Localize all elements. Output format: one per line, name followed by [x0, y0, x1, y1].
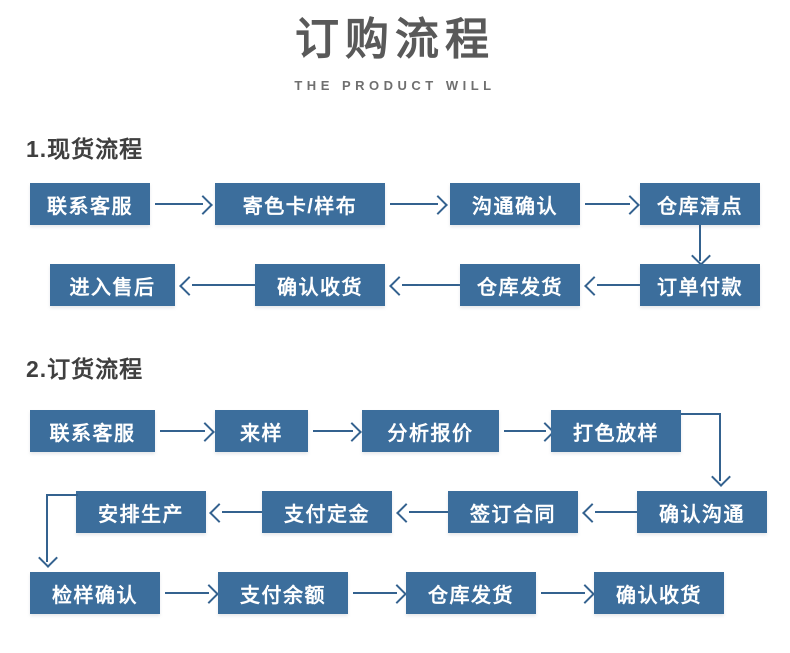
node-warehouse-shipping-spot[interactable]: 仓库发货 — [460, 264, 580, 306]
node-sample-inspection-confirm[interactable]: 检样确认 — [30, 572, 160, 614]
connector-line-s1r2-1 — [192, 284, 255, 286]
node-sign-contract[interactable]: 签订合同 — [448, 491, 578, 533]
connector-line-s2-elbow-b-h — [46, 494, 78, 496]
connector-line-s1r1-3 — [585, 203, 630, 205]
node-warehouse-shipping-order[interactable]: 仓库发货 — [406, 572, 536, 614]
page-title: 订购流程 — [295, 15, 495, 64]
node-pay-balance[interactable]: 支付余额 — [218, 572, 348, 614]
arrow-down-icon-s2-a — [711, 467, 731, 487]
section-heading-2: 2.订货流程 — [26, 356, 144, 382]
node-after-sales[interactable]: 进入售后 — [50, 264, 175, 306]
arrow-right-icon-s2r3-2 — [387, 584, 407, 604]
connector-line-s1-vertical — [699, 225, 701, 261]
node-sample-arrival[interactable]: 来样 — [215, 410, 308, 452]
node-warehouse-check[interactable]: 仓库清点 — [640, 183, 760, 225]
connector-line-s2r3-1 — [165, 592, 209, 594]
arrow-left-icon-s2r2-3 — [582, 503, 602, 523]
connector-line-s2r2-2 — [409, 511, 450, 513]
arrow-left-icon-s1r2-2 — [389, 276, 409, 296]
connector-line-s1r1-2 — [390, 203, 438, 205]
arrow-right-icon-s2r1-2 — [342, 422, 362, 442]
section-heading-1: 1.现货流程 — [26, 136, 144, 162]
arrow-down-icon-s2-b — [38, 548, 58, 568]
node-arrange-production[interactable]: 安排生产 — [76, 491, 206, 533]
node-confirm-receipt-order[interactable]: 确认收货 — [594, 572, 724, 614]
connector-line-s2r3-2 — [353, 592, 397, 594]
arrow-left-icon-s1r2-3 — [584, 276, 604, 296]
arrow-right-icon-s2r3-1 — [199, 584, 219, 604]
arrow-right-icon-s1r1-2 — [428, 195, 448, 215]
connector-line-s2r3-3 — [541, 592, 585, 594]
connector-line-s2-elbow-b-v — [46, 494, 48, 562]
node-contact-service-spot[interactable]: 联系客服 — [30, 183, 150, 225]
connector-line-s2-elbow-a-h — [681, 413, 721, 415]
connector-line-s1r1-1 — [155, 203, 203, 205]
connector-line-s2r2-3 — [595, 511, 637, 513]
node-order-payment[interactable]: 订单付款 — [640, 264, 760, 306]
node-color-sample-proof[interactable]: 打色放样 — [551, 410, 681, 452]
node-confirm-communication[interactable]: 确认沟通 — [637, 491, 767, 533]
connector-line-s2r1-1 — [160, 430, 205, 432]
arrow-left-icon-s2r2-1 — [209, 503, 229, 523]
connector-line-s2r1-2 — [313, 430, 353, 432]
arrow-right-icon-s1r1-1 — [193, 195, 213, 215]
arrow-right-icon-s2r1-1 — [195, 422, 215, 442]
page-subtitle: THE PRODUCT WILL — [294, 78, 496, 93]
arrow-left-icon-s1r2-1 — [179, 276, 199, 296]
connector-line-s1r2-2 — [402, 284, 460, 286]
arrow-down-icon-s1 — [691, 246, 711, 266]
connector-line-s2r1-3 — [504, 430, 546, 432]
arrow-right-icon-s2r3-3 — [575, 584, 595, 604]
connector-line-s1r2-3 — [597, 284, 642, 286]
arrow-left-icon-s2r2-2 — [396, 503, 416, 523]
connector-line-s2-elbow-a-v — [719, 413, 721, 481]
node-analysis-quote[interactable]: 分析报价 — [362, 410, 499, 452]
node-confirm-receipt-spot[interactable]: 确认收货 — [255, 264, 385, 306]
node-pay-deposit[interactable]: 支付定金 — [262, 491, 392, 533]
connector-line-s2r2-1 — [222, 511, 264, 513]
node-send-color-card[interactable]: 寄色卡/样布 — [215, 183, 385, 225]
node-contact-service-order[interactable]: 联系客服 — [30, 410, 155, 452]
node-communication-confirm[interactable]: 沟通确认 — [450, 183, 580, 225]
arrow-right-icon-s1r1-3 — [620, 195, 640, 215]
